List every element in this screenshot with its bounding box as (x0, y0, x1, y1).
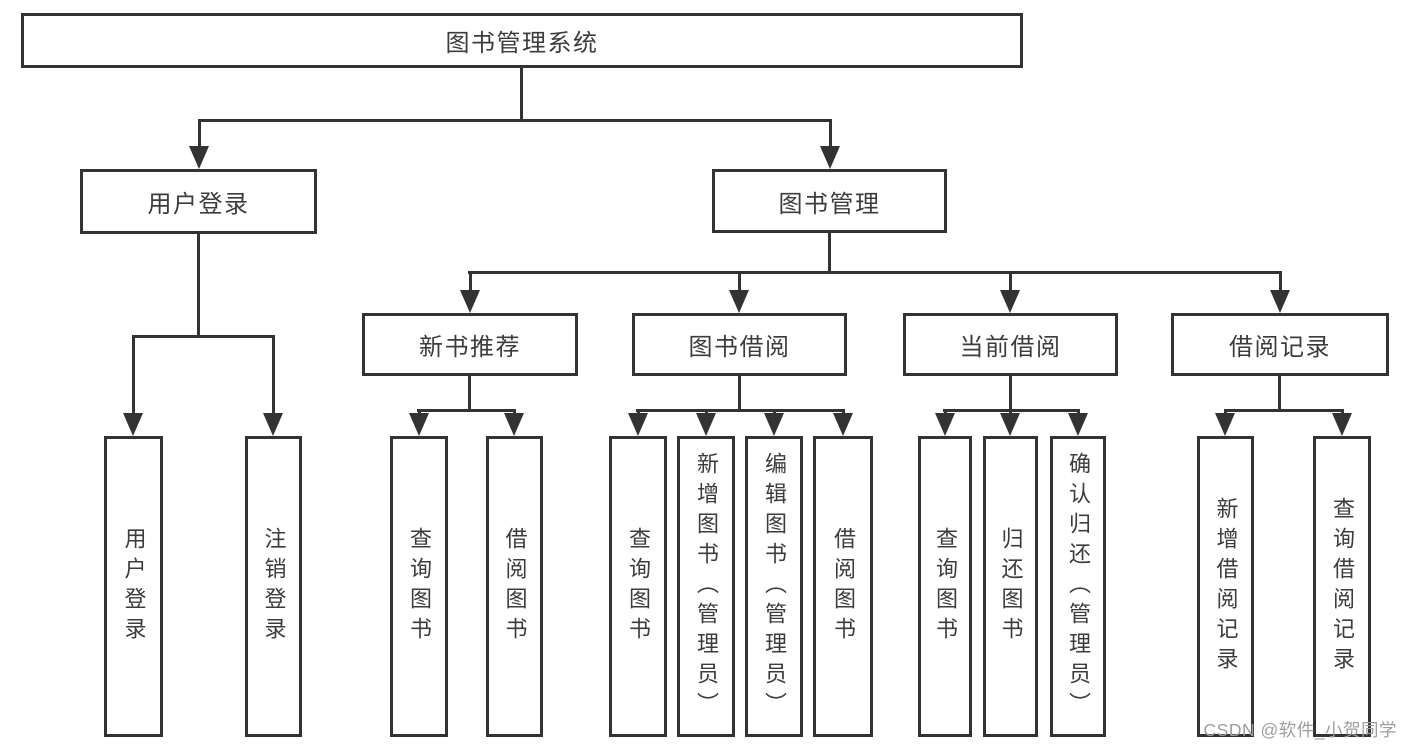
leaf-query-books: 查询图书 (609, 436, 667, 737)
connector-book-management-stem (828, 233, 831, 274)
leaf-label: 查询图书 (933, 526, 958, 647)
connector-recommend-rail (417, 409, 516, 412)
arrow-down-icon (263, 335, 283, 436)
node-label: 新书推荐 (419, 334, 521, 361)
leaf-add-borrow-record: 新增借阅记录 (1197, 436, 1254, 737)
node-user-login: 用户登录 (80, 169, 317, 234)
arrow-down-icon (696, 409, 716, 436)
arrow-down-icon (123, 335, 143, 436)
connector-records-stem (1278, 376, 1281, 412)
node-new-book-recommend: 新书推荐 (362, 313, 578, 376)
node-label: 图书管理 (778, 190, 881, 218)
leaf-query-books: 查询图书 (918, 436, 972, 737)
arrow-down-icon (1000, 271, 1020, 313)
arrow-down-icon (1332, 409, 1352, 436)
leaf-label: 注销登录 (261, 526, 287, 647)
connector-level2-rail (198, 119, 832, 122)
leaf-label: 借阅图书 (831, 526, 856, 647)
arrow-down-icon (460, 271, 480, 313)
leaf-label: 查询图书 (407, 526, 432, 647)
node-label: 用户登录 (147, 191, 250, 218)
leaf-return-books: 归还图书 (983, 436, 1038, 737)
arrow-down-icon (833, 409, 853, 436)
arrow-down-icon (935, 409, 955, 436)
node-label: 当前借阅 (959, 334, 1062, 361)
leaf-borrow-books: 借阅图书 (813, 436, 873, 737)
leaf-label: 新增借阅记录 (1213, 496, 1239, 677)
connector-user-login-rail (132, 335, 275, 338)
leaf-label: 确认归还（管理员） (1066, 451, 1091, 722)
leaf-label: 借阅图书 (502, 526, 528, 647)
arrow-down-icon (764, 409, 784, 436)
leaf-add-books-admin: 新增图书（管理员） (677, 436, 735, 737)
arrow-down-icon (409, 409, 429, 436)
leaf-user-login: 用户登录 (104, 436, 163, 737)
connector-borrowing-stem (738, 376, 741, 412)
arrow-down-icon (820, 119, 840, 169)
leaf-edit-books-admin: 编辑图书（管理员） (745, 436, 803, 737)
arrow-down-icon (1215, 409, 1235, 436)
node-current-borrowing: 当前借阅 (903, 313, 1118, 376)
node-label: 图书管理系统 (445, 30, 599, 57)
node-borrowing-records: 借阅记录 (1171, 313, 1389, 376)
leaf-label: 查询借阅记录 (1330, 496, 1355, 677)
connector-current-stem (1009, 376, 1012, 412)
arrow-down-icon (1270, 271, 1290, 313)
leaf-logout: 注销登录 (245, 436, 302, 737)
connector-level3-rail (468, 271, 1281, 274)
leaf-query-borrow-record: 查询借阅记录 (1313, 436, 1371, 737)
arrow-down-icon (1068, 409, 1088, 436)
leaf-label: 新增图书（管理员） (694, 451, 719, 722)
node-book-borrowing: 图书借阅 (632, 313, 847, 376)
leaf-borrow-books: 借阅图书 (486, 436, 543, 737)
connector-user-login-stem (197, 234, 200, 338)
node-label: 图书借阅 (688, 334, 791, 361)
connector-records-rail (1224, 409, 1344, 412)
arrow-down-icon (504, 409, 524, 436)
arrow-down-icon (729, 271, 749, 313)
connector-root-stem (520, 68, 523, 122)
arrow-down-icon (189, 119, 209, 169)
arrow-down-icon (628, 409, 648, 436)
leaf-label: 查询图书 (626, 526, 651, 647)
node-library-management-system: 图书管理系统 (21, 13, 1023, 68)
csdn-watermark: CSDN @软件_小贺同学 (1203, 720, 1397, 740)
node-label: 借阅记录 (1229, 334, 1331, 361)
leaf-query-books: 查询图书 (390, 436, 448, 737)
arrow-down-icon (1000, 409, 1020, 436)
leaf-confirm-return-admin: 确认归还（管理员） (1050, 436, 1106, 737)
leaf-label: 编辑图书（管理员） (762, 451, 787, 722)
leaf-label: 用户登录 (121, 526, 147, 647)
connector-borrowing-rail (636, 409, 844, 412)
connector-recommend-stem (468, 376, 471, 412)
leaf-label: 归还图书 (998, 526, 1024, 647)
node-book-management: 图书管理 (712, 169, 947, 233)
